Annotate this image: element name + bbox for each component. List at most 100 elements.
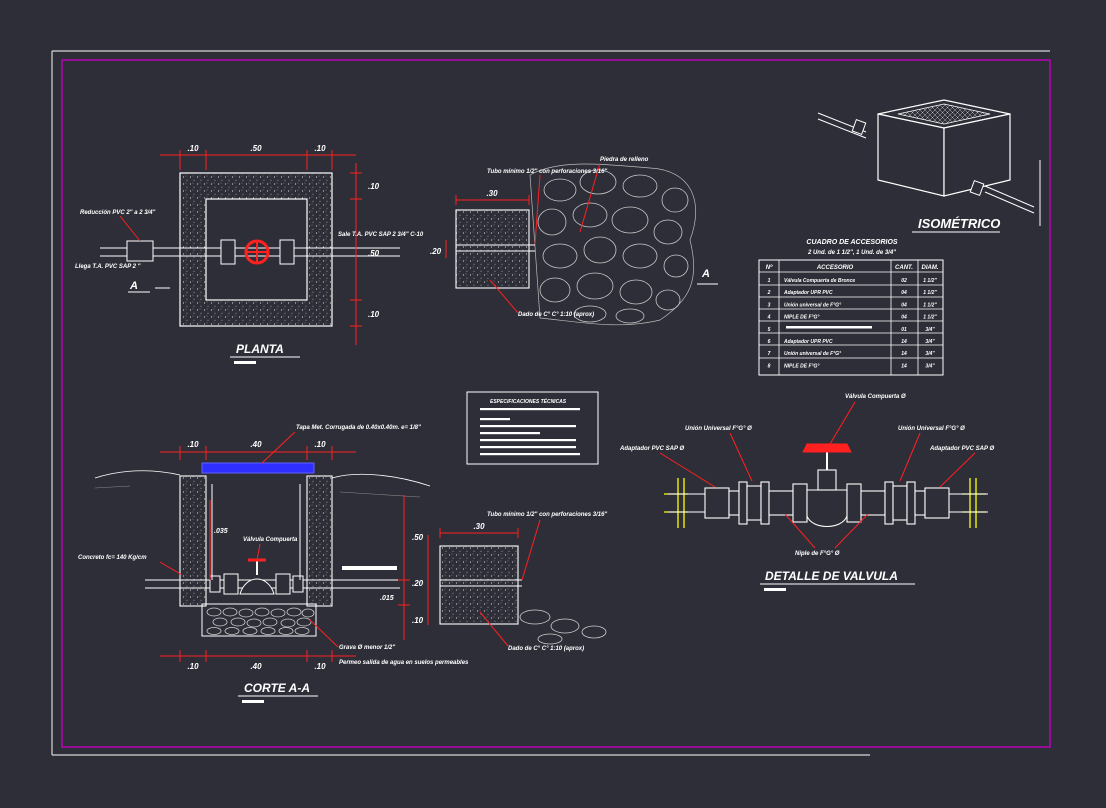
valve-detail-title: DETALLE DE VALVULA xyxy=(765,569,898,583)
section-dim-side: .015 xyxy=(380,595,394,602)
table-cell-r4-c2: NIPLE DE F°G° xyxy=(784,315,820,321)
table-cell-r3-c4: 1 1/2" xyxy=(923,302,937,308)
section-label-gravel: Grava Ø menor 1/2" xyxy=(339,645,395,651)
plan-detail-label-stone: Piedra de relleno xyxy=(600,157,649,163)
iso-title: ISOMÉTRICO xyxy=(918,216,1000,231)
plan-dim-top-1: .10 xyxy=(187,144,199,153)
section-wall-left xyxy=(179,475,207,607)
table-cell-r1-c2: Válvula Compuerta de Bronce xyxy=(784,278,855,284)
table-cell-r5-c4: 3/4" xyxy=(925,327,935,333)
section-label-drain: Permeo salida de agua en suelos permeabl… xyxy=(339,660,469,666)
plan-dim-top-2: .50 xyxy=(250,144,262,153)
plan-detail-label-tube: Tubo mínimo 1/2" con perforaciones 3/16" xyxy=(487,169,607,175)
plan-dim-right-2: .50 xyxy=(368,249,380,258)
table-cell-r2-c2: Adaptador UPR PVC xyxy=(783,290,833,296)
specs-box: ESPECIFICACIONES TÉCNICAS xyxy=(466,391,599,465)
table-cell-r5-c1: 5 xyxy=(768,327,771,333)
section-label-concrete: Concreto fc= 140 Kg/cm xyxy=(78,555,147,561)
isometric-view: ISOMÉTRICO xyxy=(817,99,1041,233)
valve-detail-label-valve: Válvula Compuerta Ø xyxy=(845,394,906,400)
table-cell-r2-c1: 2 xyxy=(767,290,771,296)
table-cell-r6-c2: Adaptador UPR PVC xyxy=(783,339,833,345)
table-row-5-redacted xyxy=(786,326,872,329)
valve-detail-label-adapter-right: Adaptador PVC SAP Ø xyxy=(929,446,994,452)
plan-label-reducer: Reducción PVC 2" a 2 3/4" xyxy=(80,210,156,216)
section-drain-detail: .30 .50 .20 .10 Tubo mínimo 1/2" con per… xyxy=(412,512,607,652)
section-dim-bottom-2: .40 xyxy=(250,662,262,671)
plan-reducer xyxy=(126,240,154,262)
table-cell-r8-c2: NIPLE DE F°G° xyxy=(784,363,820,369)
section-lid xyxy=(201,462,315,474)
table-cell-r1-c4: 1 1/2" xyxy=(923,278,937,284)
plan-detail-dim-side: .20 xyxy=(430,247,442,256)
table-header-qty: CANT. xyxy=(895,265,913,271)
valve-detail-label-union-left: Unión Universal F°G° Ø xyxy=(685,426,752,432)
table-cell-r7-c4: 3/4" xyxy=(925,351,935,357)
section-valve-body xyxy=(239,578,275,595)
table-cell-r2-c3: 04 xyxy=(901,290,907,296)
plan-view: .10 .50 .10 .10 .50 .10 Reducción PVC 2"… xyxy=(75,144,424,364)
section-title: CORTE A-A xyxy=(244,681,310,695)
plan-detail-dim-top: .30 xyxy=(486,189,498,198)
plan-section-mark-left: A xyxy=(129,280,138,292)
table-header-diam: DIAM. xyxy=(922,265,939,271)
table-cell-r7-c3: 14 xyxy=(901,351,907,357)
plan-drain-block xyxy=(455,209,530,289)
section-dim-inner: .035 xyxy=(214,528,228,535)
section-detail-dim-side-1: .50 xyxy=(412,533,424,542)
section-label-valve: Válvula Compuerta xyxy=(243,537,298,543)
section-stones xyxy=(519,609,607,645)
table-subtitle: 2 Und. de 1 1/2", 1 Und. de 3/4" xyxy=(807,250,896,256)
section-detail-dim-side-3: .10 xyxy=(412,616,424,625)
table-header-accessory: ACCESORIO xyxy=(816,265,854,271)
valve-detail-label-nipple: Niple de F°G° Ø xyxy=(795,551,840,557)
table-cell-r4-c1: 4 xyxy=(767,315,771,321)
plan-dim-top-3: .10 xyxy=(314,144,326,153)
section-detail-dim-side-2: .20 xyxy=(412,579,424,588)
section-dim-bottom-1: .10 xyxy=(187,662,199,671)
section-drain-block xyxy=(439,545,519,625)
table-cell-r8-c3: 14 xyxy=(901,363,907,369)
plan-label-pipe-in: Llega T.A. PVC SAP 2 " xyxy=(75,264,141,270)
specs-heading: ESPECIFICACIONES TÉCNICAS xyxy=(490,397,567,405)
section-dim-bottom-3: .10 xyxy=(314,662,326,671)
table-cell-r6-c3: 14 xyxy=(901,339,907,345)
plan-detail-label-gravel: Dado de C° C° 1:10 (aprox) xyxy=(518,312,594,318)
table-cell-r7-c1: 7 xyxy=(768,351,771,357)
table-cell-r1-c1: 1 xyxy=(768,278,771,284)
section-dim-top-3: .10 xyxy=(314,440,326,449)
plan-drain-detail: .30 .20 Tubo mínimo 1/2" con perforacion… xyxy=(430,157,718,326)
table-cell-r8-c1: 8 xyxy=(768,363,771,369)
section-detail-label-tube: Tubo mínimo 1/2" con perforaciones 3/16" xyxy=(487,512,607,518)
table-cell-r2-c4: 1 1/2" xyxy=(923,290,937,296)
section-detail-dim-top: .30 xyxy=(473,522,485,531)
table-cell-r8-c4: 3/4" xyxy=(925,363,935,369)
table-cell-r1-c3: 02 xyxy=(901,278,907,284)
table-cell-r6-c4: 3/4" xyxy=(925,339,935,345)
valve-detail-label-union-right: Unión Universal F°G° Ø xyxy=(898,426,965,432)
section-gravel-bed xyxy=(201,603,317,637)
plan-dim-right-1: .10 xyxy=(368,182,380,191)
valve-detail-label-adapter-left: Adaptador PVC SAP Ø xyxy=(619,446,684,452)
table-cell-r3-c3: 04 xyxy=(901,302,907,308)
plan-dim-right-3: .10 xyxy=(368,310,380,319)
table-cell-r3-c2: Unión universal de F°G° xyxy=(784,302,842,308)
section-detail-label-gravel: Dado de C° C° 1:10 (aprox) xyxy=(508,646,584,652)
table-cell-r7-c2: Unión universal de F°G° xyxy=(784,351,842,357)
section-dim-top-2: .40 xyxy=(250,440,262,449)
table-cell-r5-c3: 01 xyxy=(901,327,907,333)
valve-detail-handle xyxy=(802,443,852,453)
accessories-table: CUADRO DE ACCESORIOS 2 Und. de 1 1/2", 1… xyxy=(758,239,944,376)
plan-detail-section-mark: A xyxy=(701,268,710,280)
table-header-num: Nº xyxy=(766,264,773,271)
valve-detail: Válvula Compuerta Ø Unión Universal F°G°… xyxy=(619,394,994,591)
plan-stone-fill xyxy=(537,169,689,324)
table-cell-r4-c4: 1 1/2" xyxy=(923,315,937,321)
outer-frame xyxy=(51,50,1050,756)
sheet-border xyxy=(61,59,1051,748)
table-cell-r3-c1: 3 xyxy=(768,302,771,308)
section-wall-right xyxy=(306,475,333,607)
section-label-lid: Tapa Met. Corrugada de 0.40x0.40m. e= 1/… xyxy=(296,425,421,431)
